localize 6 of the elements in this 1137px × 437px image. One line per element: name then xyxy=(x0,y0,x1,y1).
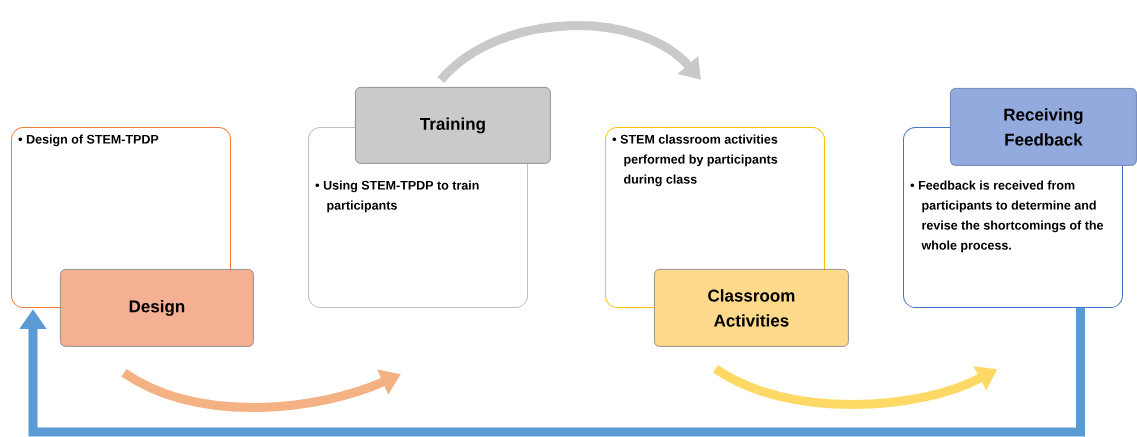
feedback-arrow xyxy=(19,308,1085,437)
title-box: Receiving Feedback xyxy=(950,88,1137,166)
curved-arrow xyxy=(437,21,701,84)
title-box: Training xyxy=(355,87,551,164)
title-box: Design xyxy=(60,269,254,347)
title-box: Classroom Activities xyxy=(654,269,849,347)
